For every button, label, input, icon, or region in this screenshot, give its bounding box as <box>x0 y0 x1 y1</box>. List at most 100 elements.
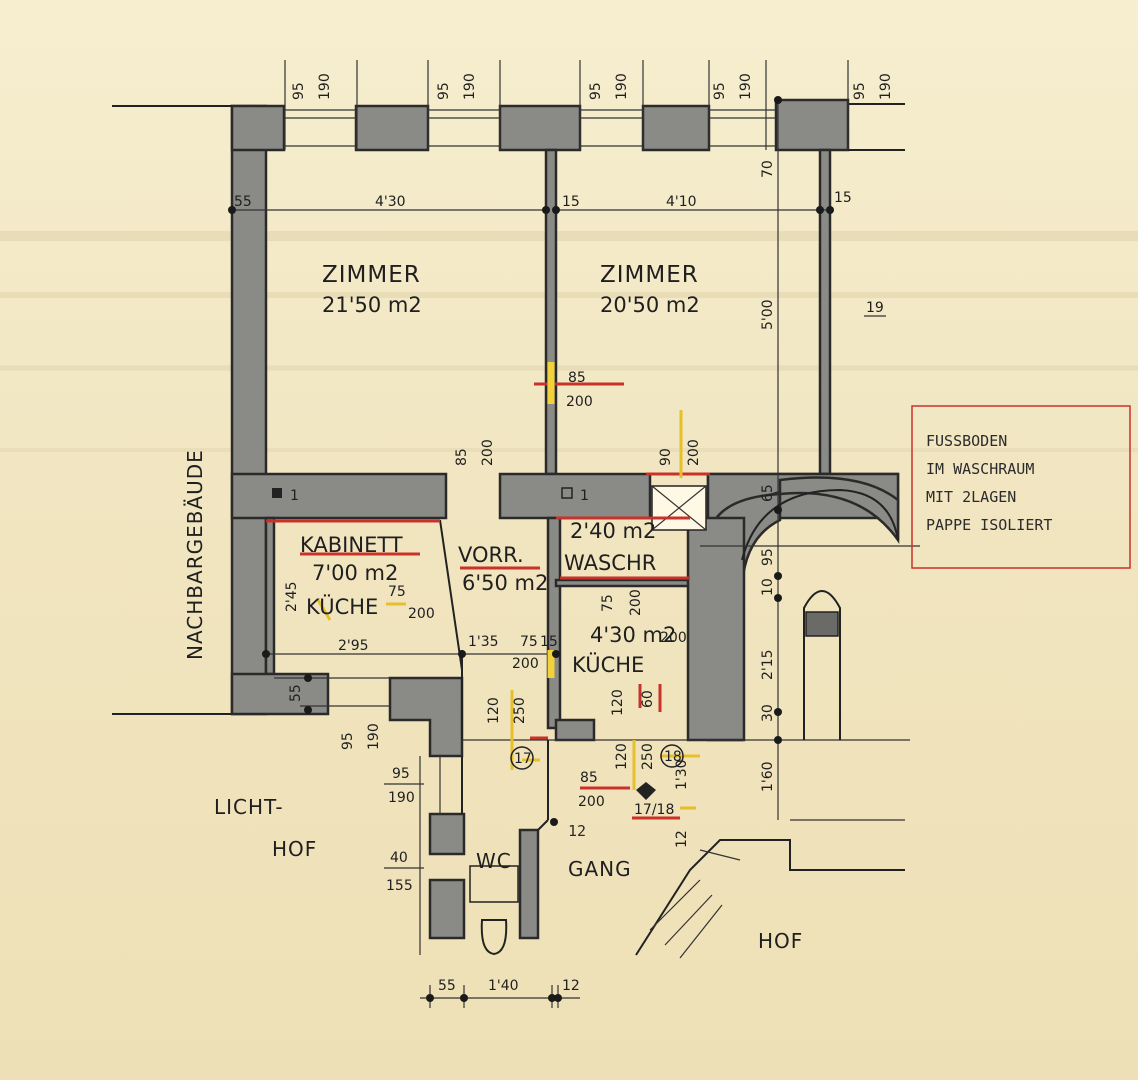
dim-vorr-door-75: 75 <box>520 634 538 650</box>
wall-right-zimmer <box>818 148 832 476</box>
dim-kab-door-200: 200 <box>408 606 435 622</box>
dim-gang-85: 85 <box>580 770 598 786</box>
dim-12-hand: 12 <box>568 822 586 840</box>
wall-partition-zimmer <box>544 148 558 476</box>
wall-wc-2 <box>428 878 466 940</box>
label-licht-hof: HOF <box>272 837 317 861</box>
dim-bottom-55: 55 <box>438 978 456 994</box>
dim-bottom-12: 12 <box>562 978 580 994</box>
room-gang: GANG <box>568 857 632 881</box>
dim-vorr-135: 1'35 <box>468 634 499 650</box>
dim-window-w-5: 95 <box>852 82 868 100</box>
room-kabinett-kueche: KÜCHE <box>306 594 378 619</box>
wall-wc-right <box>518 828 540 940</box>
dim-licht-95: 95 <box>392 766 410 782</box>
wall-top-pier-2 <box>354 104 430 152</box>
dim-215: 2'15 <box>760 649 776 680</box>
dim-kab-245: 2'45 <box>284 581 300 612</box>
unit-17: 17 <box>514 751 532 767</box>
room-waschraum-area: 2'40 m2 <box>570 519 656 543</box>
unit-17-circle <box>510 746 534 770</box>
dim-window-w-4: 95 <box>712 82 728 100</box>
dim-door-85: 85 <box>568 370 586 386</box>
dim-arch-95: 95 <box>760 548 776 566</box>
dim-65: 65 <box>760 484 776 502</box>
dim-gang-120: 120 <box>614 743 630 770</box>
dim-window-h-1: 190 <box>317 73 333 100</box>
room-zimmer-1: ZIMMER <box>322 262 421 288</box>
wall-kueche-bottom <box>554 718 596 742</box>
note-line-2: IM WASCHRAUM <box>926 460 1034 478</box>
room-zimmer-1-area: 21'50 m2 <box>322 293 422 317</box>
wall-top-pier-5 <box>774 98 850 152</box>
dim-55-bottom: 55 <box>288 684 304 702</box>
toilet-icon <box>480 919 508 956</box>
room-19: 19 <box>866 300 884 316</box>
room-vorraum: VORR. <box>458 543 524 567</box>
wall-bottom-left <box>230 672 330 716</box>
dim-vorr-door-85: 85 <box>454 448 470 466</box>
dim-kue-60: 60 <box>640 690 656 708</box>
dim-wc-155: 155 <box>386 878 413 894</box>
wall-kueche-right <box>686 516 746 742</box>
dim-gang-250: 250 <box>640 743 656 770</box>
dim-kab-door-75: 75 <box>388 584 406 600</box>
dim-kab-295: 2'95 <box>338 638 369 654</box>
room-kueche: KÜCHE <box>572 652 644 677</box>
dim-70: 70 <box>760 160 776 178</box>
dim-vorr-door-200: 200 <box>480 439 496 466</box>
dim-wall-55: 55 <box>234 194 252 210</box>
unit-18-circle <box>660 744 684 768</box>
dim-12-right: 12 <box>674 830 690 848</box>
dim-window-h-2: 190 <box>462 73 478 100</box>
note-line-3: MIT 2LAGEN <box>926 488 1016 506</box>
wall-mid-1 <box>230 472 448 520</box>
dim-vorr-250: 250 <box>512 697 528 724</box>
dim-door-200: 200 <box>566 394 593 410</box>
dim-bottom-140: 1'40 <box>488 978 519 994</box>
label-hof: HOF <box>758 929 803 953</box>
unit-17-18: 17/18 <box>634 802 674 818</box>
dim-160: 1'60 <box>760 761 776 792</box>
dim-30: 30 <box>760 704 776 722</box>
dim-kue-120: 120 <box>610 689 626 716</box>
dim-window-h-5: 190 <box>878 73 894 100</box>
dim-wc-40: 40 <box>390 850 408 866</box>
wall-top-pier-3 <box>498 104 582 152</box>
markings <box>266 362 710 820</box>
wall-top-pier-1 <box>230 104 286 152</box>
dim-partition-15: 15 <box>562 194 580 210</box>
dim-kue-200: 200 <box>660 630 687 646</box>
marker-2-label: 1 <box>580 488 589 504</box>
dim-window-h-4: 190 <box>738 73 754 100</box>
dim-vorr-door-200b: 200 <box>512 656 539 672</box>
dim-kue-door-200: 200 <box>628 589 644 616</box>
room-kabinett: KABINETT <box>300 533 403 557</box>
unit-18: 18 <box>664 749 682 765</box>
wall-top-pier-4 <box>641 104 711 152</box>
note-box: FUSSBODEN IM WASCHRAUM MIT 2LAGEN PAPPE … <box>911 405 1131 569</box>
room-zimmer-2-area: 20'50 m2 <box>600 293 700 317</box>
note-line-4: PAPPE ISOLIERT <box>926 516 1052 534</box>
room-kabinett-area: 7'00 m2 <box>312 561 398 585</box>
room-zimmer-2: ZIMMER <box>600 262 699 288</box>
walls <box>112 98 905 940</box>
dim-wall-15: 15 <box>834 190 852 206</box>
top-window-dimensions: 95 190 95 190 95 190 95 190 95 190 <box>291 73 894 100</box>
wall-wc-1 <box>428 812 466 856</box>
dim-window-h-3: 190 <box>614 73 630 100</box>
dim-10: 10 <box>760 578 776 596</box>
dim-vorr-120: 120 <box>486 697 502 724</box>
dim-window-w-2: 95 <box>436 82 452 100</box>
dim-licht-190: 190 <box>388 790 415 806</box>
note-line-1: FUSSBODEN <box>926 432 1007 450</box>
dimension-dots <box>228 96 834 1002</box>
room-wc: WC <box>476 849 512 873</box>
room-kueche-area: 4'30 m2 <box>590 623 676 647</box>
wall-mid-2 <box>498 472 652 520</box>
room-waschraum: WASCHR <box>564 551 656 575</box>
dim-window-w-1: 95 <box>291 82 307 100</box>
dim-130: 1'30 <box>674 759 690 790</box>
dim-window-190-left: 190 <box>366 723 382 750</box>
